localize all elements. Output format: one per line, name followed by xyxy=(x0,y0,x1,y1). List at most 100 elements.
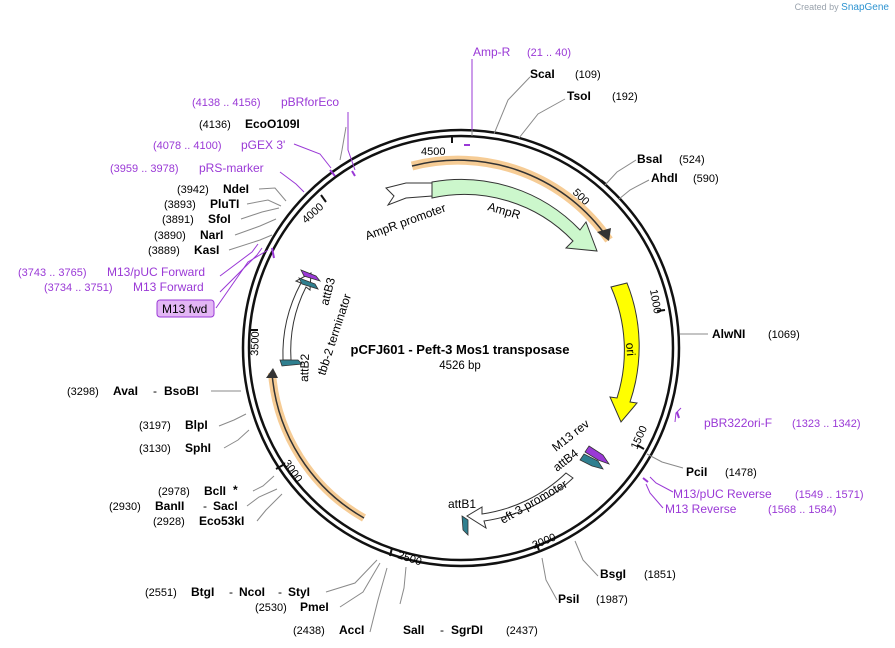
m13-fwd-box[interactable]: M13 fwd xyxy=(156,299,215,318)
attb2-label: attB2 xyxy=(297,353,312,382)
ampr-site-name: Amp-R xyxy=(473,45,511,59)
pbrforeco-pos: (4138 .. 4156) xyxy=(192,97,261,109)
prs-marker-name: pRS-marker xyxy=(199,161,264,175)
bsobi-name: BsoBI xyxy=(164,384,199,398)
left-highlight xyxy=(268,372,366,522)
pluti-name: PluTI xyxy=(210,197,239,211)
m13-forward-pos: (3734 .. 3751) xyxy=(44,282,113,294)
kasi-pos: (3889) xyxy=(148,245,180,257)
banii-sep: - xyxy=(203,499,207,513)
acci-name: AccI xyxy=(339,623,364,637)
eft3-promoter-arrow xyxy=(466,472,574,530)
ampr-site-pos: (21 .. 40) xyxy=(527,47,571,59)
snapgene-credit: Created by SnapGene xyxy=(795,2,889,13)
tick-1000: 1000 xyxy=(647,288,663,314)
bcli-pos: (2978) xyxy=(158,486,190,498)
blpi-pos: (3197) xyxy=(139,420,171,432)
pcii-name: PciI xyxy=(686,465,707,479)
m13puc-forward-pos: (3743 .. 3765) xyxy=(18,267,87,279)
sfoi-pos: (3891) xyxy=(162,214,194,226)
m13puc-reverse-name: M13/pUC Reverse xyxy=(673,487,772,501)
alwni-name: AlwNI xyxy=(712,327,745,341)
prs-marker-pos: (3959 .. 3978) xyxy=(110,163,179,175)
left-arc xyxy=(271,372,365,519)
ahdi-pos: (590) xyxy=(693,173,719,185)
sali-sep: - xyxy=(440,623,444,637)
ndei-pos: (3942) xyxy=(177,184,209,196)
attb4-arrow xyxy=(579,453,604,470)
avai-name: AvaI xyxy=(113,384,138,398)
blpi-name: BlpI xyxy=(185,418,208,432)
m13-forward-name: M13 Forward xyxy=(133,280,204,294)
m13-reverse-pos: (1568 .. 1584) xyxy=(768,504,837,516)
tick-2500: 2500 xyxy=(396,549,423,568)
tick-marks xyxy=(250,135,666,557)
psii-name: PsiI xyxy=(558,592,579,606)
primer-sites xyxy=(271,144,680,483)
attb3-label: attB3 xyxy=(317,276,338,307)
primer-leaders xyxy=(215,59,682,509)
leader-lines xyxy=(211,59,708,633)
nari-pos: (3890) xyxy=(154,230,186,242)
btgi-pos: (2551) xyxy=(145,587,177,599)
backbone-inner xyxy=(247,134,675,562)
pbr322ori-name: pBR322ori-F xyxy=(704,416,772,430)
attb1-arrow xyxy=(461,515,469,536)
m13puc-forward-name: M13/pUC Forward xyxy=(107,265,205,279)
snapgene-logo: SnapGene xyxy=(841,2,889,13)
btgi-name: BtgI xyxy=(191,585,214,599)
tick-1500: 1500 xyxy=(629,424,650,451)
pbr322ori-pos: (1323 .. 1342) xyxy=(792,418,861,430)
bsgi-name: BsgI xyxy=(600,567,626,581)
bcli-name: BclI xyxy=(204,484,226,498)
ahdi-name: AhdI xyxy=(651,171,678,185)
attb2-arrow xyxy=(279,359,303,367)
bsgi-pos: (1851) xyxy=(644,569,676,581)
sphi-name: SphI xyxy=(185,441,211,455)
plasmid-name: pCFJ601 - Peft-3 Mos1 transposase xyxy=(351,342,570,357)
pgex3-pos: (4078 .. 4100) xyxy=(153,140,222,152)
scai-name: ScaI xyxy=(530,67,555,81)
pcii-pos: (1478) xyxy=(725,467,757,479)
ampr-arc-arrowhead xyxy=(597,228,611,241)
ncoi-name: NcoI xyxy=(239,585,265,599)
tick-4500: 4500 xyxy=(421,146,445,158)
eft3-promoter-label: eft-3 promoter xyxy=(498,477,570,527)
ori-label: ori xyxy=(623,342,638,357)
bcli-star: * xyxy=(233,483,238,497)
nari-name: NarI xyxy=(200,228,223,242)
ampr-promoter-label: AmpR promoter xyxy=(363,201,447,243)
acci-pos: (2438) xyxy=(293,625,325,637)
m13-fwd-box-label: M13 fwd xyxy=(162,302,207,316)
ampr-gene-arrow xyxy=(431,178,598,252)
ampr-promoter-arrow xyxy=(385,182,433,207)
btgi-sep1: - xyxy=(229,585,233,599)
sali-name: SalI xyxy=(403,623,424,637)
left-arc-arrowhead xyxy=(266,368,278,378)
pbrforeco-name: pBRforEco xyxy=(281,95,339,109)
backbone-outer xyxy=(241,128,681,568)
ampr-arc-line xyxy=(411,159,605,234)
pmei-pos: (2530) xyxy=(255,602,287,614)
eco53ki-pos: (2928) xyxy=(153,516,185,528)
sfoi-name: SfoI xyxy=(208,212,231,226)
eco0109i-name: EcoO109I xyxy=(245,117,300,131)
bsai-pos: (524) xyxy=(679,154,705,166)
tsoi-name: TsoI xyxy=(567,89,591,103)
avai-sep: - xyxy=(153,384,157,398)
banii-name: BanII xyxy=(155,499,184,513)
attb3-arrow xyxy=(298,277,319,290)
attb3-primer-arrow xyxy=(300,269,322,282)
ori-arrow xyxy=(609,282,640,423)
tick-3500: 3500 xyxy=(249,331,262,356)
m13-rev-arrow xyxy=(584,445,611,465)
psii-pos: (1987) xyxy=(596,594,628,606)
eco53ki-name: Eco53kI xyxy=(199,514,244,528)
pluti-pos: (3893) xyxy=(164,199,196,211)
attb1-label: attB1 xyxy=(448,497,476,511)
sphi-pos: (3130) xyxy=(139,443,171,455)
credit-text: Created by xyxy=(794,2,839,12)
saci-name: SacI xyxy=(213,499,238,513)
sgrdi-name: SgrDI xyxy=(451,623,483,637)
